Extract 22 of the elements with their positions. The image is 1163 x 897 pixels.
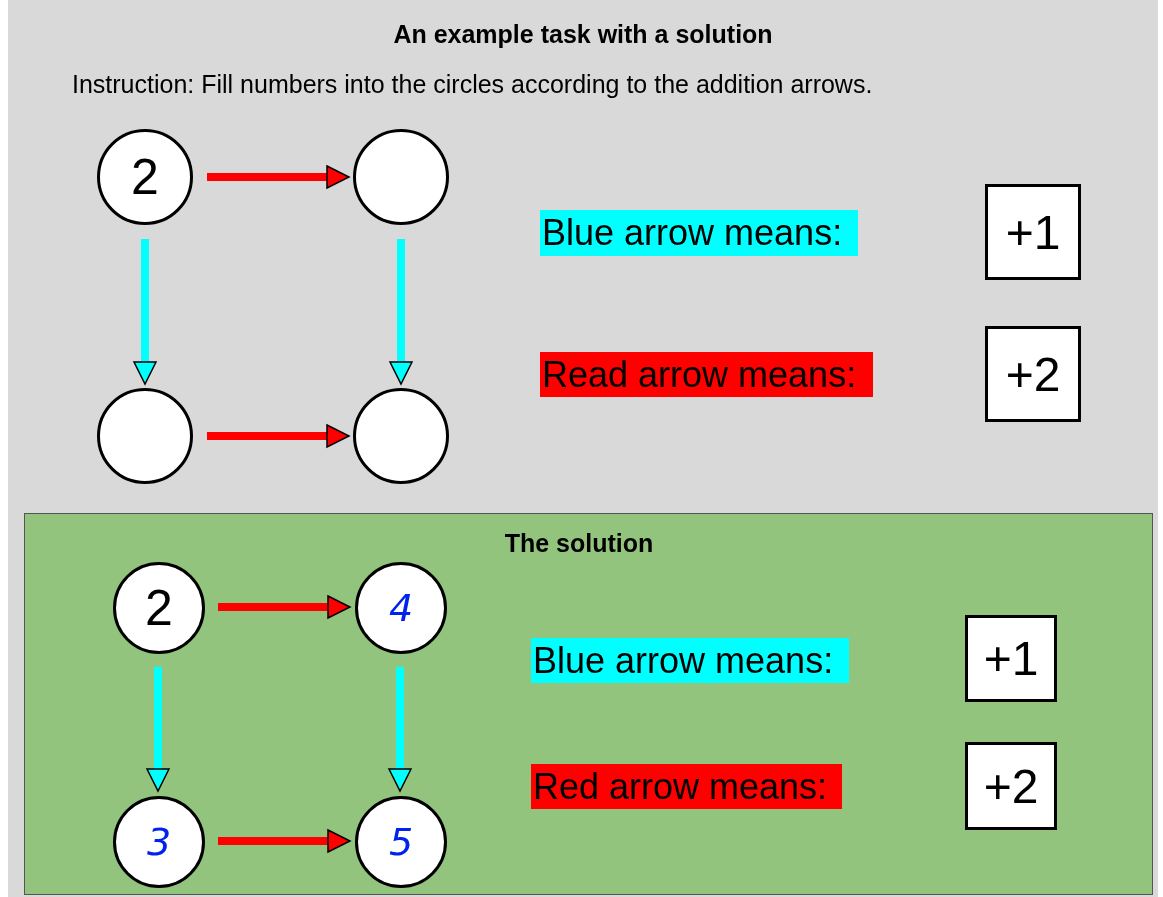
label-text: Read arrow means: [542,353,857,396]
label-text: Blue arrow means: [533,639,834,682]
heading: An example task with a solution [393,20,773,49]
panel [24,513,1153,895]
value-text: +1 [983,631,1039,686]
instruction-text: Instruction: Fill numbers into the circles according to the addition arrows. [72,70,873,99]
value-box [985,326,1081,422]
value-box [985,184,1081,280]
number: 2 [145,579,173,637]
value-box [965,615,1057,702]
value-box [965,742,1057,830]
number: 2 [131,148,159,206]
number: 5 [388,820,414,864]
number: 3 [146,820,172,864]
label-text: Red arrow means: [533,765,828,808]
number: 4 [388,586,414,630]
value-text: +1 [1005,204,1061,260]
value-text: +2 [1005,346,1061,402]
heading: The solution [504,529,654,558]
label-text: Blue arrow means: [542,212,843,254]
value-text: +2 [983,758,1039,814]
panel [8,0,1158,897]
